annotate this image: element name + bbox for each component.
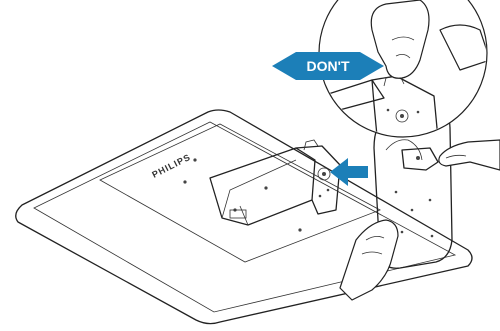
hand-right <box>439 140 500 170</box>
monitor-stand-neck <box>210 140 340 225</box>
push-arrow <box>330 158 368 186</box>
monitor-panel: PHILIPS <box>16 110 472 324</box>
hand-left <box>340 220 398 300</box>
dont-label: DON'T <box>307 58 350 74</box>
brand-label: PHILIPS <box>150 152 192 180</box>
